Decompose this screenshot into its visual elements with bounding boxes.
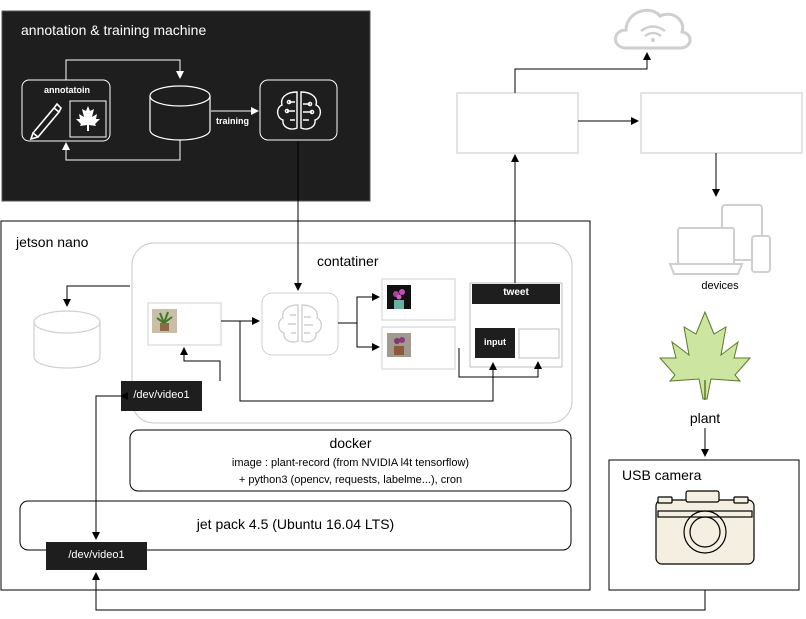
arrow-model-to-result1 (338, 293, 380, 324)
arrow-annotation-to-db (65, 59, 184, 80)
orchid-photo-thumbnail (387, 285, 411, 309)
usb-camera-title: USB camera (622, 467, 702, 483)
host-video-device-label: /dev/video1 (68, 549, 125, 561)
docker-title: docker (329, 435, 372, 451)
maple-leaf-icon (76, 106, 100, 131)
arrow-image-to-input (221, 320, 497, 402)
tweet-header (472, 284, 560, 304)
inference-model-box (261, 292, 339, 356)
training-arrow-label: training (216, 116, 249, 126)
jetpack-label: jet pack 4.5 (Ubuntu 16.04 LTS) (196, 516, 395, 532)
pen-icon (29, 102, 62, 141)
jetson-nano-panel (0, 220, 591, 591)
annotation-label: annotatoin (44, 85, 90, 95)
arrow-model-to-result2 (356, 323, 380, 351)
container-panel (131, 242, 573, 424)
local-database-icon (33, 310, 101, 369)
arrow-container-to-db (63, 285, 130, 307)
server-box-1 (456, 92, 579, 154)
server-box-2 (640, 92, 803, 154)
arrow-server-to-cloud (514, 52, 651, 93)
arrow-video-link (92, 392, 128, 540)
output-box (518, 328, 560, 359)
input-label: input (484, 337, 506, 347)
plant-label: plant (689, 410, 721, 426)
docker-panel (129, 429, 572, 492)
jetpack-panel (19, 500, 572, 551)
devices-label: devices (701, 280, 739, 292)
training-machine-title: annotation & training machine (21, 22, 207, 38)
leaf-thumbnail-frame (69, 100, 107, 138)
docker-image-line: image : plant-record (from NVIDIA l4t te… (231, 457, 470, 469)
brain-circuit-icon (277, 304, 323, 343)
container-video-device-label: /dev/video1 (133, 389, 190, 401)
host-video-device-box (46, 542, 147, 570)
training-database-icon (149, 85, 211, 141)
jetson-nano-title: jetson nano (16, 234, 89, 250)
brain-circuit-icon (276, 91, 322, 130)
arrow-camera-to-host (92, 572, 706, 611)
arrow-db-to-annotation (62, 140, 181, 161)
arrow-result-to-output (458, 348, 542, 378)
plant-photo-thumbnail (152, 309, 177, 333)
cloud-wifi-icon (614, 8, 692, 50)
trained-model-box (259, 79, 338, 141)
input-box (475, 328, 515, 358)
plant-photo-thumbnail (387, 333, 411, 357)
devices-icon (668, 204, 771, 275)
docker-packages-line: + python3 (opencv, requests, labelme...)… (238, 474, 463, 486)
arrow-video-to-image (180, 347, 221, 381)
container-video-device-box (121, 381, 202, 411)
tweet-label: tweet (503, 287, 529, 298)
container-title: contatiner (317, 253, 379, 269)
camera-icon (655, 490, 755, 565)
